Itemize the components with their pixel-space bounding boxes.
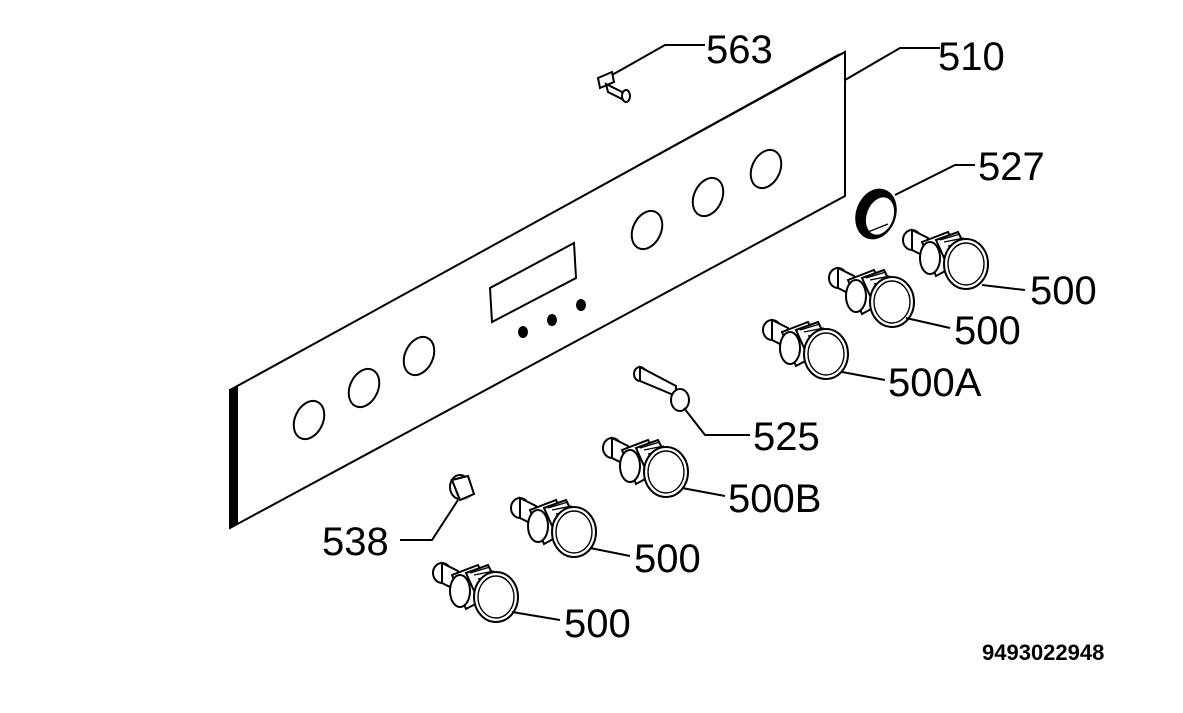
label-525: 525 <box>753 415 820 459</box>
knob-500B <box>602 437 689 498</box>
label-500-third: 500 <box>634 537 701 581</box>
bush-538 <box>449 474 476 502</box>
label-510: 510 <box>938 35 1005 79</box>
knob-500-third <box>510 497 597 558</box>
label-500-second: 500 <box>954 309 1021 353</box>
ring-527 <box>855 188 897 240</box>
part-number: 9493022948 <box>982 640 1104 665</box>
label-527: 527 <box>978 145 1045 189</box>
label-563: 563 <box>706 28 773 72</box>
knob-500A <box>762 319 849 380</box>
label-500-bottom: 500 <box>564 602 631 646</box>
pin-525 <box>633 365 690 412</box>
knob-500-second <box>828 267 915 328</box>
label-500A: 500A <box>888 361 982 405</box>
knob-500-top <box>902 229 989 290</box>
label-500-top: 500 <box>1030 269 1097 313</box>
label-500B: 500B <box>728 477 821 521</box>
leader-lines <box>400 44 1026 621</box>
screw-563 <box>596 70 631 103</box>
control-panel <box>229 50 846 530</box>
label-538: 538 <box>322 520 389 564</box>
knob-500-bottom <box>432 562 519 623</box>
